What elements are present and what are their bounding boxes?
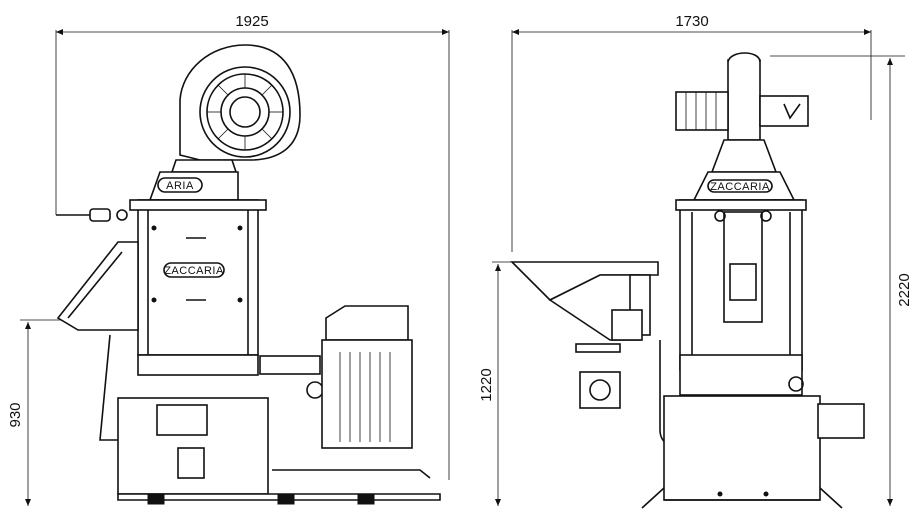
- fan-housing-left: [170, 44, 301, 173]
- dimension-label-height-left: 930: [7, 402, 24, 427]
- dimension-height-right-total: 2220: [770, 55, 913, 506]
- dimension-label-width-right: 1730: [675, 13, 708, 30]
- fan-right: [675, 52, 809, 173]
- logo-right: ZACCARIA: [710, 181, 770, 193]
- machine-side-view: ZACCARIA: [510, 52, 865, 509]
- dimension-label-height-right-total: 2220: [896, 273, 913, 306]
- dimension-label-height-right-hopper: 1220: [478, 368, 495, 401]
- cabinet-right: [675, 199, 807, 396]
- hopper-right: [510, 261, 683, 446]
- dimension-height-left: 930: [7, 319, 95, 506]
- base-left: [117, 397, 441, 505]
- top-logo-left: ARIA: [166, 180, 194, 192]
- dimension-width-left: 1925: [55, 13, 450, 480]
- coupling-left: [259, 355, 324, 399]
- neck-left: ARIA: [148, 171, 239, 201]
- base-right: [641, 395, 865, 509]
- dimension-label-width-left: 1925: [235, 13, 268, 30]
- machine-front-view: ARIA ZACCARIA: [56, 44, 441, 505]
- cabinet-left: ZACCARIA: [129, 199, 267, 376]
- neck-right: ZACCARIA: [692, 171, 796, 201]
- hopper-left: [56, 208, 139, 441]
- body-logo-left: ZACCARIA: [164, 265, 224, 277]
- motor-left: [272, 305, 431, 479]
- dimension-width-right: 1730: [511, 13, 872, 252]
- dimension-height-right-hopper: 1220: [478, 261, 520, 506]
